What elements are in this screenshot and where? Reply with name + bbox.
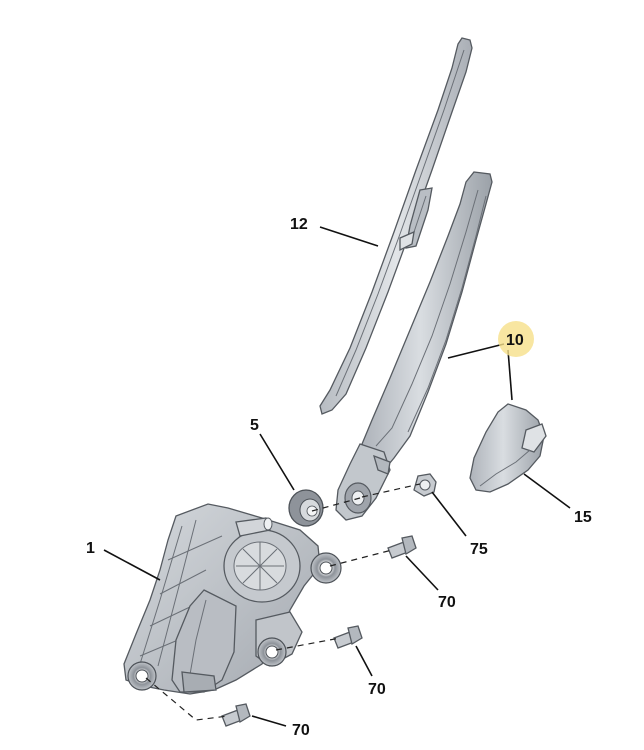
label-spindle-nut: 75 bbox=[470, 541, 488, 558]
bolt-bottom bbox=[221, 703, 251, 727]
leader-lines bbox=[103, 226, 571, 727]
spindle-nut bbox=[413, 473, 437, 497]
arm-end-cap bbox=[469, 403, 547, 493]
bolt-middle-right bbox=[333, 625, 363, 649]
label-wiper-blade: 12 bbox=[290, 216, 308, 233]
label-bolt-upper-right: 70 bbox=[438, 594, 456, 611]
label-arm-end-cap: 15 bbox=[574, 509, 592, 526]
wiper-motor bbox=[123, 503, 342, 695]
label-wiper-arm: 10 bbox=[506, 332, 524, 349]
label-bolt-middle-right: 70 bbox=[368, 681, 386, 698]
label-bolt-bottom: 70 bbox=[292, 722, 310, 739]
wiper-blade bbox=[319, 37, 473, 415]
bolt-upper-right bbox=[387, 535, 417, 559]
label-seal-grommet: 5 bbox=[250, 417, 259, 434]
label-wiper-motor: 1 bbox=[86, 540, 95, 557]
seal-grommet bbox=[288, 489, 324, 527]
assembly-lines bbox=[145, 483, 421, 721]
highlight-marker bbox=[498, 321, 534, 357]
